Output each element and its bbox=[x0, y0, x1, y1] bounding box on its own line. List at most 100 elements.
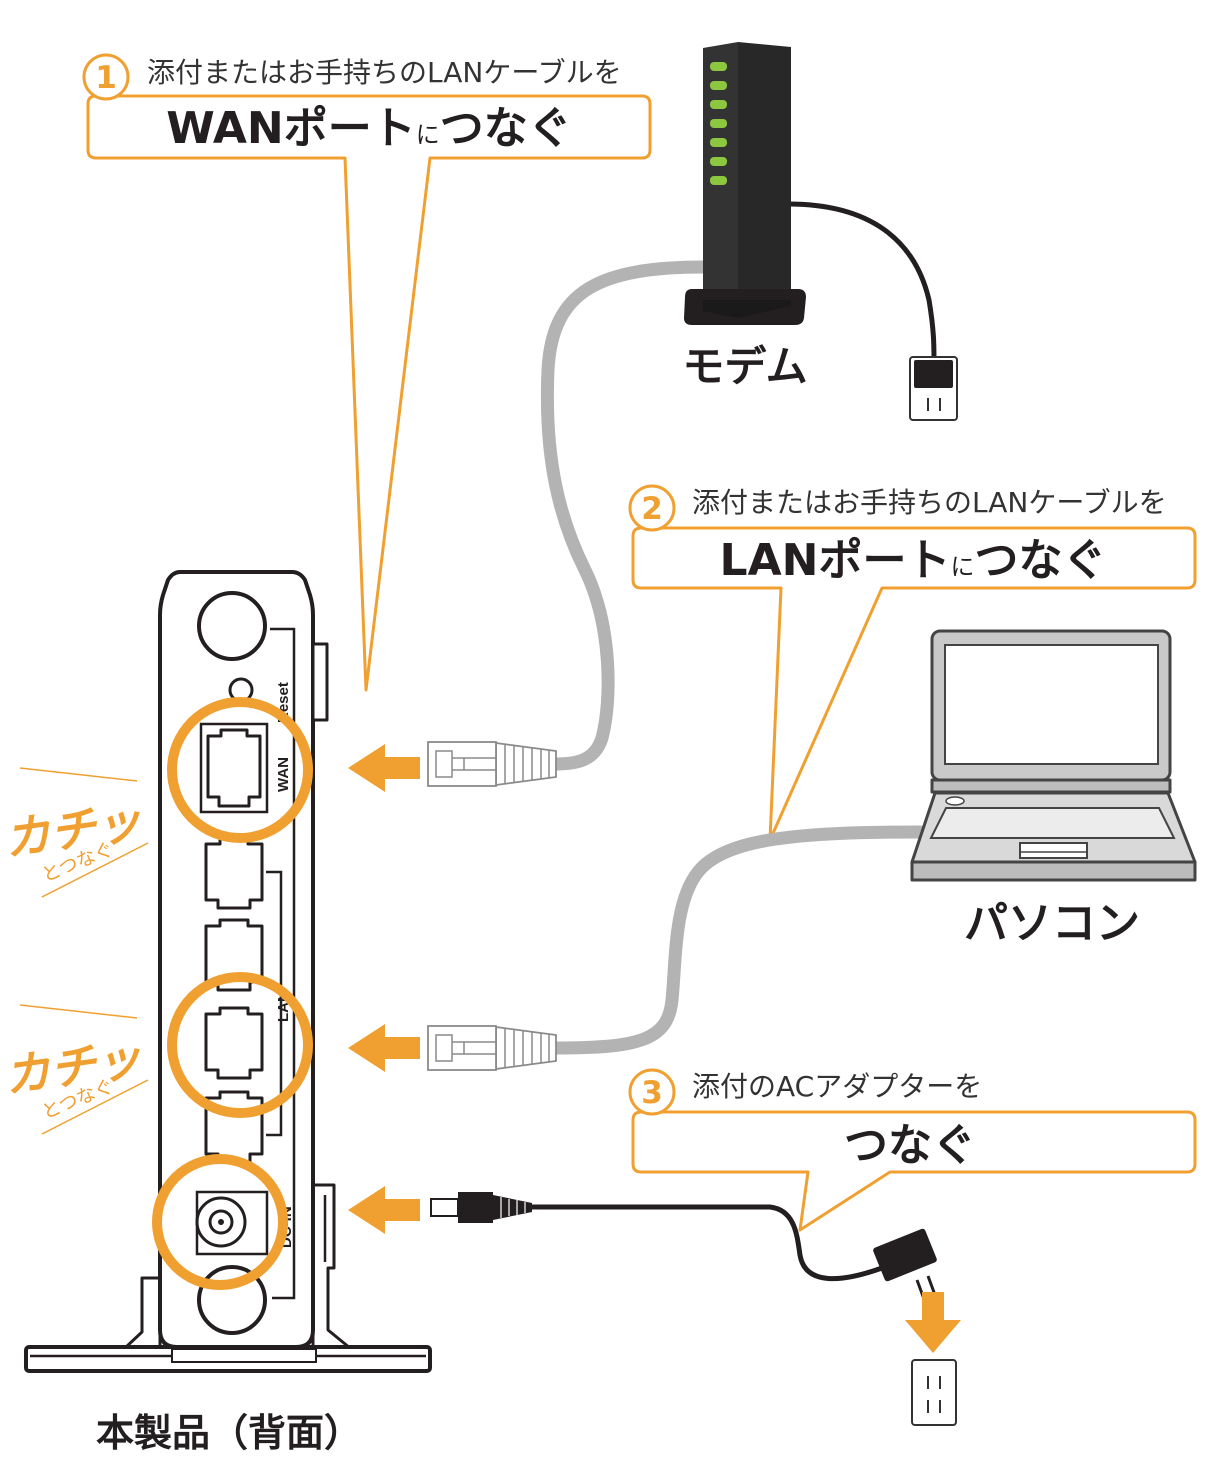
laptop-base-front bbox=[910, 860, 1197, 882]
router-side-tab bbox=[311, 642, 329, 722]
step-1-badge bbox=[82, 53, 130, 101]
wan-port-jack bbox=[206, 728, 262, 808]
plug-latch bbox=[435, 1034, 496, 1062]
dc-in-jack bbox=[195, 1190, 269, 1256]
plug-latch bbox=[435, 750, 496, 778]
plug-boot-ribs bbox=[504, 745, 550, 783]
arrow-left-icon bbox=[348, 1024, 420, 1072]
step-1-action-verb: つなぐ bbox=[440, 103, 572, 154]
arrow-left-icon bbox=[348, 744, 420, 792]
lan-port-group-bracket bbox=[266, 870, 283, 1137]
step-3-action: つなぐ bbox=[844, 1120, 976, 1171]
step-3-number: 3 bbox=[641, 1075, 663, 1111]
laptop-touchpad bbox=[1019, 842, 1088, 859]
dc-plug bbox=[430, 1192, 532, 1223]
router-back-panel: Reset WAN LAN DC-IN bbox=[24, 570, 432, 1373]
lan-cable-modem-to-wan bbox=[540, 260, 712, 771]
plug-body bbox=[427, 1025, 497, 1071]
step-2-number: 2 bbox=[641, 491, 663, 527]
laptop-power-button bbox=[945, 796, 965, 806]
step-3-callout: 3 添付のACアダプターを つなぐ bbox=[628, 1068, 1197, 1232]
modem-status-leds bbox=[710, 62, 727, 185]
modem-power-outlet bbox=[909, 356, 958, 421]
step-1-action: WANポートにつなぐ bbox=[166, 103, 571, 154]
step-1-action-particle: に bbox=[416, 121, 440, 149]
modem-stand-top bbox=[703, 300, 791, 318]
wall-outlet bbox=[911, 1359, 957, 1426]
dc-plug-tip bbox=[430, 1198, 459, 1217]
click-note-lan: カチッ とつなぐ bbox=[1, 1004, 149, 1135]
lan-plug-lan-side bbox=[427, 1025, 557, 1071]
power-plug-icon bbox=[914, 360, 953, 388]
modem-power-cable bbox=[785, 201, 937, 365]
step-2-action-particle: に bbox=[950, 553, 974, 581]
step-2-action-verb: つなぐ bbox=[974, 535, 1106, 586]
click-note-wan: カチッ とつなぐ bbox=[1, 767, 149, 898]
dc-in-highlight bbox=[152, 1154, 288, 1290]
modem-label: モデム bbox=[682, 342, 807, 391]
step-1-callout-box bbox=[86, 94, 652, 692]
step-3-callout-box bbox=[631, 1110, 1197, 1232]
click-note-line bbox=[41, 842, 149, 898]
router-top-foot bbox=[197, 591, 267, 661]
step-1-intro: 添付またはお手持ちのLANケーブルを bbox=[147, 56, 622, 89]
plug-body bbox=[427, 741, 497, 787]
router-label: 本製品（背面） bbox=[96, 1411, 362, 1455]
step-2-callout: 2 添付またはお手持ちのLANケーブルを LANポートにつなぐ bbox=[628, 484, 1197, 842]
modem-led bbox=[710, 100, 727, 109]
lan-port-1 bbox=[204, 836, 264, 910]
pc-label: パソコン bbox=[964, 898, 1140, 949]
dc-in-pin bbox=[218, 1219, 224, 1225]
lan-port-3 bbox=[204, 1006, 264, 1080]
router-inner-panel bbox=[270, 627, 296, 1300]
modem-led bbox=[710, 81, 727, 90]
modem-led bbox=[710, 62, 727, 71]
ac-adapter bbox=[873, 1228, 937, 1300]
laptop-keyboard bbox=[929, 807, 1176, 839]
modem-led bbox=[710, 138, 727, 147]
step-3-action-verb: つなぐ bbox=[844, 1120, 976, 1171]
click-note-line bbox=[41, 1079, 149, 1135]
dc-plug-body bbox=[458, 1192, 493, 1223]
click-note-line bbox=[19, 1004, 138, 1019]
arrow-left-icon bbox=[348, 1186, 420, 1234]
laptop-hinge bbox=[930, 778, 1172, 794]
ac-adapter-body bbox=[873, 1228, 937, 1282]
step-3-intro: 添付のACアダプターを bbox=[692, 1070, 982, 1103]
modem-led bbox=[710, 119, 727, 128]
router-base-pad bbox=[171, 1348, 317, 1363]
adapter-wall-outlet bbox=[911, 1359, 957, 1426]
modem-side-face bbox=[738, 42, 791, 318]
modem-led bbox=[710, 176, 727, 185]
laptop-pc bbox=[910, 629, 1197, 882]
arrow-down-icon bbox=[905, 1292, 961, 1353]
click-note-line bbox=[19, 767, 138, 782]
step-1-action-main: WANポート bbox=[166, 103, 415, 154]
plug-boot-ribs bbox=[504, 1029, 550, 1067]
wan-port-highlight bbox=[167, 697, 313, 843]
lan-port-highlight bbox=[167, 972, 313, 1118]
router-left-support bbox=[124, 1276, 162, 1349]
lan-port-4 bbox=[204, 1090, 264, 1164]
adapter-prong bbox=[926, 1275, 937, 1296]
ac-adapter-cable bbox=[527, 1204, 885, 1282]
step-3-badge bbox=[628, 1068, 676, 1116]
dc-plug-boot bbox=[493, 1195, 532, 1220]
lan-cable-pc-to-lan bbox=[549, 825, 927, 1055]
step-2-action: LANポートにつなぐ bbox=[720, 535, 1107, 586]
lan-plug-wan-side bbox=[427, 741, 557, 787]
step-2-action-main: LANポート bbox=[720, 535, 951, 586]
router-right-support bbox=[311, 1183, 352, 1350]
step-2-badge bbox=[628, 484, 676, 532]
step-2-intro: 添付またはお手持ちのLANケーブルを bbox=[692, 486, 1167, 519]
wan-port bbox=[199, 722, 269, 814]
step-1-callout: 1 添付またはお手持ちのLANケーブルを WANポートにつなぐ bbox=[82, 53, 652, 692]
modem bbox=[684, 42, 806, 325]
step-1-number: 1 bbox=[95, 60, 117, 96]
step-2-callout-box bbox=[631, 526, 1197, 842]
modem-led bbox=[710, 157, 727, 166]
laptop-screen bbox=[944, 644, 1159, 765]
wan-label: WAN bbox=[275, 757, 292, 792]
dc-plug-boot-ribs bbox=[500, 1197, 526, 1218]
